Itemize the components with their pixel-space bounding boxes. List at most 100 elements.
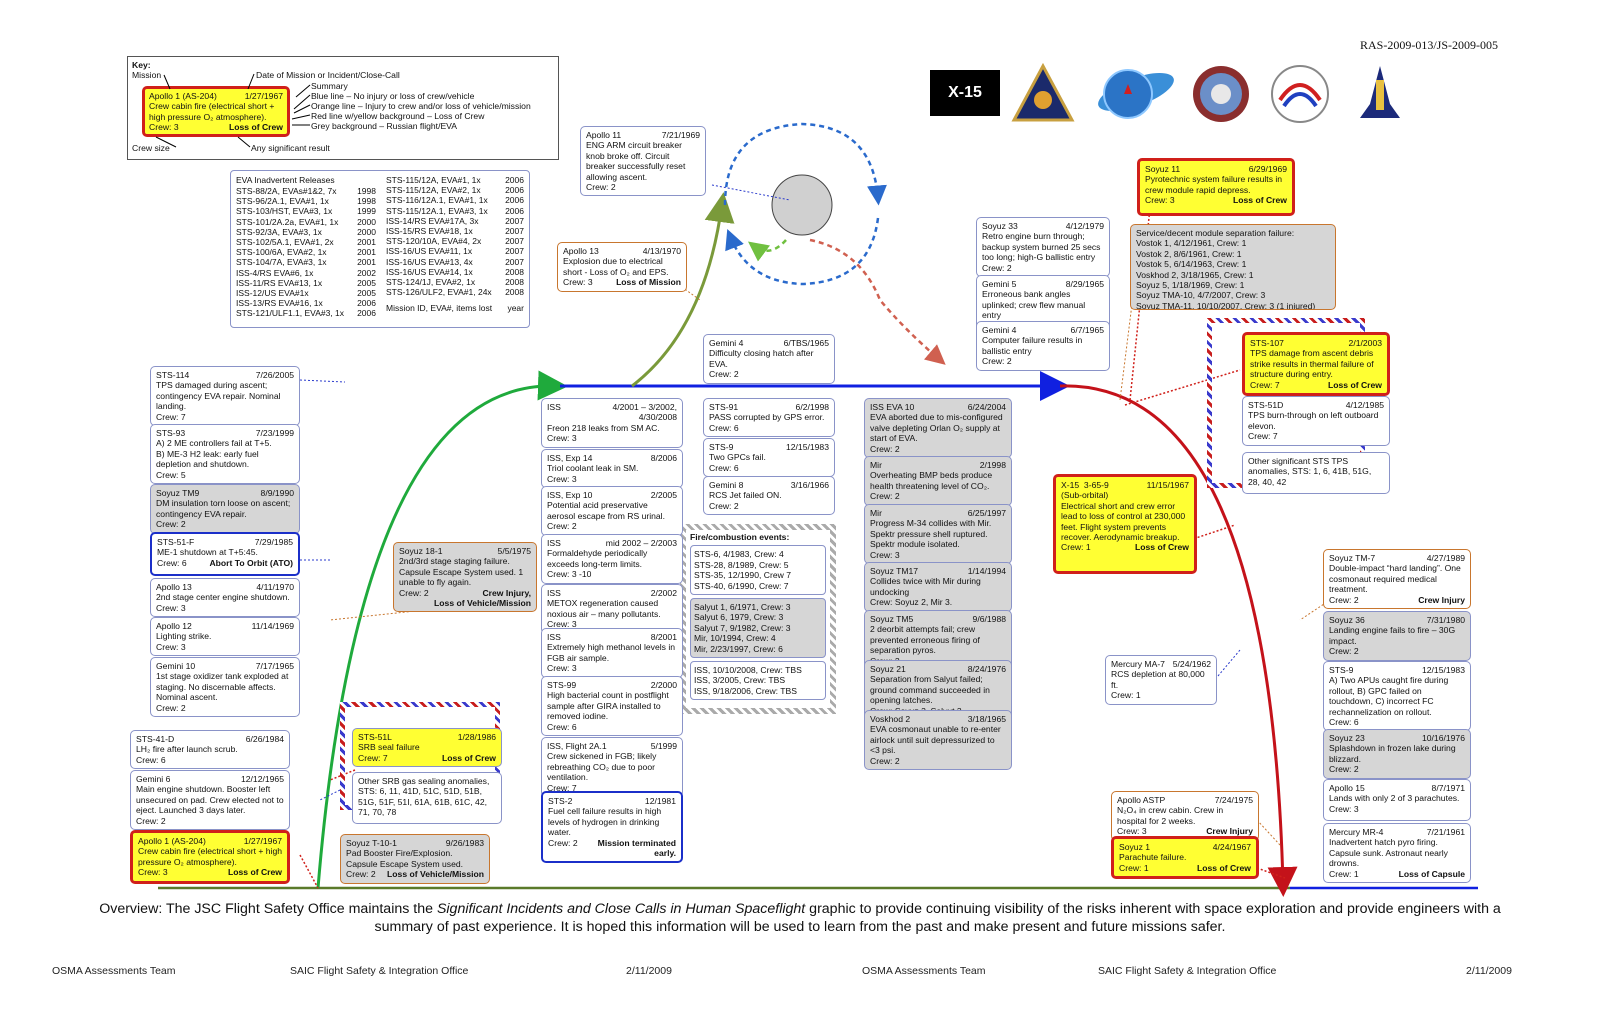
eva-mission: STS-104/7A, EVA#3, 1x bbox=[236, 257, 327, 268]
event-date: 2/1/2003 bbox=[1348, 338, 1382, 348]
event-crew: Crew: 3 bbox=[156, 602, 186, 613]
translunar-arc bbox=[631, 192, 735, 388]
event-crew: Crew: 2 bbox=[709, 369, 739, 380]
event-result: Loss of Vehicle/Mission bbox=[387, 869, 484, 880]
event-date: 7/29/1985 bbox=[254, 537, 293, 547]
event-mission: Voskhod 2 bbox=[870, 714, 911, 724]
event-date: 6/2/1998 bbox=[795, 402, 829, 412]
event-mission: STS-99 bbox=[547, 680, 577, 690]
event-crew: Crew: 6 bbox=[1329, 717, 1359, 728]
event-crew: Crew: 2 bbox=[870, 491, 900, 502]
event-crew: Crew: 2 bbox=[1329, 764, 1359, 775]
fire-event-item: Mir, 10/1994, Crew: 4 bbox=[694, 633, 776, 644]
event-summary: Other significant STS TPS anomalies, STS… bbox=[1248, 456, 1374, 487]
sts107-patch-icon bbox=[1011, 62, 1075, 122]
eva-year: 2000 bbox=[357, 226, 376, 237]
event-crew: Crew: 3 bbox=[156, 641, 186, 652]
overview-suffix: graphic to provide continuing visibility… bbox=[374, 901, 1501, 935]
eva-year: 2008 bbox=[505, 266, 524, 277]
event-summary: METOX regeneration caused noxious air – … bbox=[547, 598, 661, 619]
event-crew: Crew: 6 bbox=[709, 422, 739, 433]
fire-combustion-events: Fire/combustion events: STS-6, 4/1983, C… bbox=[680, 524, 836, 714]
event-date: 8/2006 bbox=[650, 453, 677, 463]
event-result: Crew Injury, Loss of Vehicle/Mission bbox=[434, 587, 531, 609]
eva-mission: ISS-16/US EVA#11, 1x bbox=[386, 246, 473, 257]
eva-year: 2001 bbox=[357, 247, 376, 258]
soyuz1-patch-icon bbox=[1193, 66, 1249, 122]
eva-mission: ISS-13/RS EVA#16, 1x bbox=[236, 298, 323, 309]
event-date: 2/1998 bbox=[979, 460, 1006, 470]
event-date: 8/9/1990 bbox=[260, 488, 294, 498]
separation-item: Vostok 2, 8/6/1961, Crew: 1 bbox=[1136, 248, 1242, 259]
event-date: 5/24/1962 bbox=[1172, 659, 1211, 669]
event-date: 8/24/1976 bbox=[967, 664, 1006, 674]
event-summary: EVA cosmonaut unable to re-enter airlock… bbox=[870, 724, 1004, 756]
event-result: Mission terminated early. bbox=[597, 837, 679, 859]
event-summary: Parachute failure. bbox=[1119, 852, 1187, 863]
separation-item: Soyuz TMA-11, 10/10/2007, Crew: 3 (1 inj… bbox=[1136, 300, 1316, 310]
event-summary: Erroneous bank angles uplinked; crew fle… bbox=[982, 289, 1088, 321]
event-summary: Difficulty closing hatch after EVA. bbox=[709, 348, 816, 369]
fire-event-item: Salyut 6, 1979, Crew: 3 bbox=[694, 612, 784, 623]
event-mission: Soyuz TM17 bbox=[870, 566, 919, 576]
event-mission: Apollo 1 (AS-204) bbox=[138, 836, 206, 846]
eva-mission: ISS-11/RS EVA#13, 1x bbox=[236, 277, 323, 288]
event-date: 6/7/1965 bbox=[1070, 325, 1104, 335]
key-arrows bbox=[155, 73, 311, 148]
event-summary: Overheating BMP beds produce health thre… bbox=[870, 470, 995, 491]
key-legend-blue: Blue line – No injury or loss of crew/ve… bbox=[311, 91, 475, 101]
event-mission: Apollo 12 bbox=[156, 621, 192, 631]
key-title: Key: bbox=[132, 60, 151, 70]
event-date: 10/16/1976 bbox=[1421, 733, 1465, 743]
eva-mission: STS-115/12A.1, EVA#3, 1x bbox=[386, 205, 488, 216]
eva-year: 1999 bbox=[357, 206, 376, 217]
key-legend-red: Red line w/yellow background – Loss of C… bbox=[311, 111, 485, 121]
event-result: Loss of Capsule bbox=[1398, 868, 1465, 879]
key-sample-mission: Apollo 1 (AS-204) bbox=[149, 91, 217, 101]
event-summary: Separation from Salyut failed; ground co… bbox=[870, 674, 993, 706]
event-crew: Crew: 7 bbox=[358, 752, 388, 763]
eva-mission: STS-92/3A, EVA#3, 1x bbox=[236, 226, 322, 237]
event-mission: STS-2 bbox=[548, 796, 573, 806]
event-mission: Soyuz 33 bbox=[982, 221, 1018, 231]
key-legend-orange: Orange line – Injury to crew and/or loss… bbox=[311, 101, 531, 111]
event-date: 12/15/1983 bbox=[785, 442, 829, 452]
event-mission: Gemini 4 bbox=[982, 325, 1017, 335]
event-mission: Apollo 15 bbox=[1329, 783, 1365, 793]
document-id: RAS-2009-013/JS-2009-005 bbox=[1360, 38, 1499, 52]
event-result: Loss of Mission bbox=[616, 277, 681, 288]
event-crew: Crew: 3 bbox=[547, 663, 577, 674]
event-date: 7/23/1999 bbox=[255, 428, 294, 438]
eva-mission: ISS-14/RS EVA#17A, 3x bbox=[386, 215, 479, 226]
event-summary: Landing engine fails to fire – 30G impac… bbox=[1329, 625, 1458, 646]
event-crew: Crew: 1 bbox=[1329, 868, 1359, 879]
event-mission: Soyuz 23 bbox=[1329, 733, 1365, 743]
moon-icon bbox=[771, 174, 833, 236]
event-box-ststps: Other significant STS TPS anomalies, STS… bbox=[1242, 452, 1390, 494]
event-summary: High bacterial count in postflight sampl… bbox=[547, 690, 672, 722]
event-crew: Crew: 6 bbox=[709, 462, 739, 473]
event-result: Loss of Crew bbox=[1197, 862, 1251, 873]
event-summary: PASS corrupted by GPS error. bbox=[709, 412, 825, 423]
event-summary: SRB seal failure bbox=[358, 742, 420, 753]
event-crew: Crew: 1 bbox=[1111, 690, 1141, 701]
eva-year: 2006 bbox=[505, 205, 524, 216]
key-mission-label: Mission bbox=[132, 70, 162, 80]
